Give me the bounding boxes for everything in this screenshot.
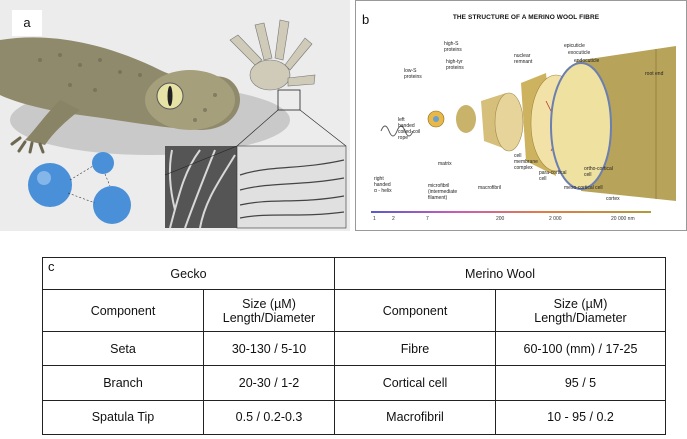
label-endocuticle: endocuticle <box>574 58 600 64</box>
label-meso-cortical-cell: meso-cortical cell <box>564 185 603 191</box>
column-header: Component <box>42 289 204 332</box>
label-high-tyr-proteins: high-tyr proteins <box>446 59 464 71</box>
label-matrix: matrix <box>438 161 452 167</box>
column-header: Component <box>334 289 496 332</box>
table-cell: Spatula Tip <box>42 399 204 436</box>
table-row: Spatula Tip 0.5 / 0.2-0.3 Macrofibril 10… <box>42 399 666 436</box>
gecko-figure-panel: a <box>0 0 350 231</box>
label-macrofibril: macrofibril <box>478 185 502 191</box>
comparison-table-panel: Gecko Merino Wool Component Size (µM) Le… <box>42 257 666 436</box>
label-low-s-proteins: low-S proteins <box>404 68 422 80</box>
comparison-table: Gecko Merino Wool Component Size (µM) Le… <box>42 257 666 436</box>
table-cell: 10 - 95 / 0.2 <box>495 399 666 436</box>
table-cell: 20-30 / 1-2 <box>203 365 335 401</box>
scale-tick: 2 <box>392 216 395 222</box>
scale-tick: 200 <box>496 216 505 222</box>
label-high-s-proteins: high-S proteins <box>444 41 462 53</box>
figure-title: THE STRUCTURE OF A MERINO WOOL FIBRE <box>452 14 600 21</box>
wool-fibre-figure-panel: b THE STRUCTURE OF A MERINO WOOL FIBRE h… <box>355 0 687 231</box>
table-row: Seta 30-130 / 5-10 Fibre 60-100 (mm) / 1… <box>42 330 666 367</box>
table-cell: 60-100 (mm) / 17-25 <box>495 330 666 367</box>
table-cell: Cortical cell <box>334 365 496 401</box>
panel-a-label: a <box>12 10 42 36</box>
table-row: Branch 20-30 / 1-2 Cortical cell 95 / 5 <box>42 365 666 401</box>
group-header-label: Gecko <box>170 266 207 281</box>
label-ortho-cortical-cell: ortho-cortical cell <box>584 166 613 178</box>
label-right-handed-helix: right handed α - helix <box>374 176 392 194</box>
label-epicuticle: epicuticle <box>564 43 585 49</box>
label-nuclear-remnant: nuclear remnant <box>514 53 533 65</box>
scale-tick: 1 <box>373 216 376 222</box>
gecko-illustration <box>0 19 347 229</box>
panel-c-label: c <box>48 259 55 274</box>
scale-tick: 2 000 <box>549 216 562 222</box>
group-header-merino: Merino Wool <box>334 257 666 290</box>
label-para-cortical-cell: para-cortical cell <box>539 170 567 182</box>
table-group-header-row: Gecko Merino Wool <box>42 257 666 290</box>
table-cell: 30-130 / 5-10 <box>203 330 335 367</box>
table-cell: Seta <box>42 330 204 367</box>
label-left-handed-rope: left handed coiled-coil rope <box>398 117 421 141</box>
group-header-label: Merino Wool <box>465 266 535 281</box>
label-exocuticle: exocuticle <box>568 50 591 56</box>
table-cell: Macrofibril <box>334 399 496 436</box>
panel-b-label: b <box>362 12 370 27</box>
column-header: Size (µM) Length/Diameter <box>495 289 666 332</box>
group-header-gecko: Gecko <box>42 257 335 290</box>
label-root-end: root end <box>645 71 664 77</box>
wool-fibre-diagram <box>371 46 676 213</box>
scale-tick: 20 000 nm <box>611 216 635 222</box>
scale-tick: 7 <box>426 216 429 222</box>
label-cortex: cortex <box>606 196 620 202</box>
table-cell: Branch <box>42 365 204 401</box>
table-column-header-row: Component Size (µM) Length/Diameter Comp… <box>42 289 666 332</box>
table-cell: 0.5 / 0.2-0.3 <box>203 399 335 436</box>
table-cell: Fibre <box>334 330 496 367</box>
table-cell: 95 / 5 <box>495 365 666 401</box>
column-header: Size (µM) Length/Diameter <box>203 289 335 332</box>
label-cell-membrane-complex: cell membrane complex <box>514 153 538 171</box>
label-microfibril: microfibril (intermediate filament) <box>428 183 458 201</box>
